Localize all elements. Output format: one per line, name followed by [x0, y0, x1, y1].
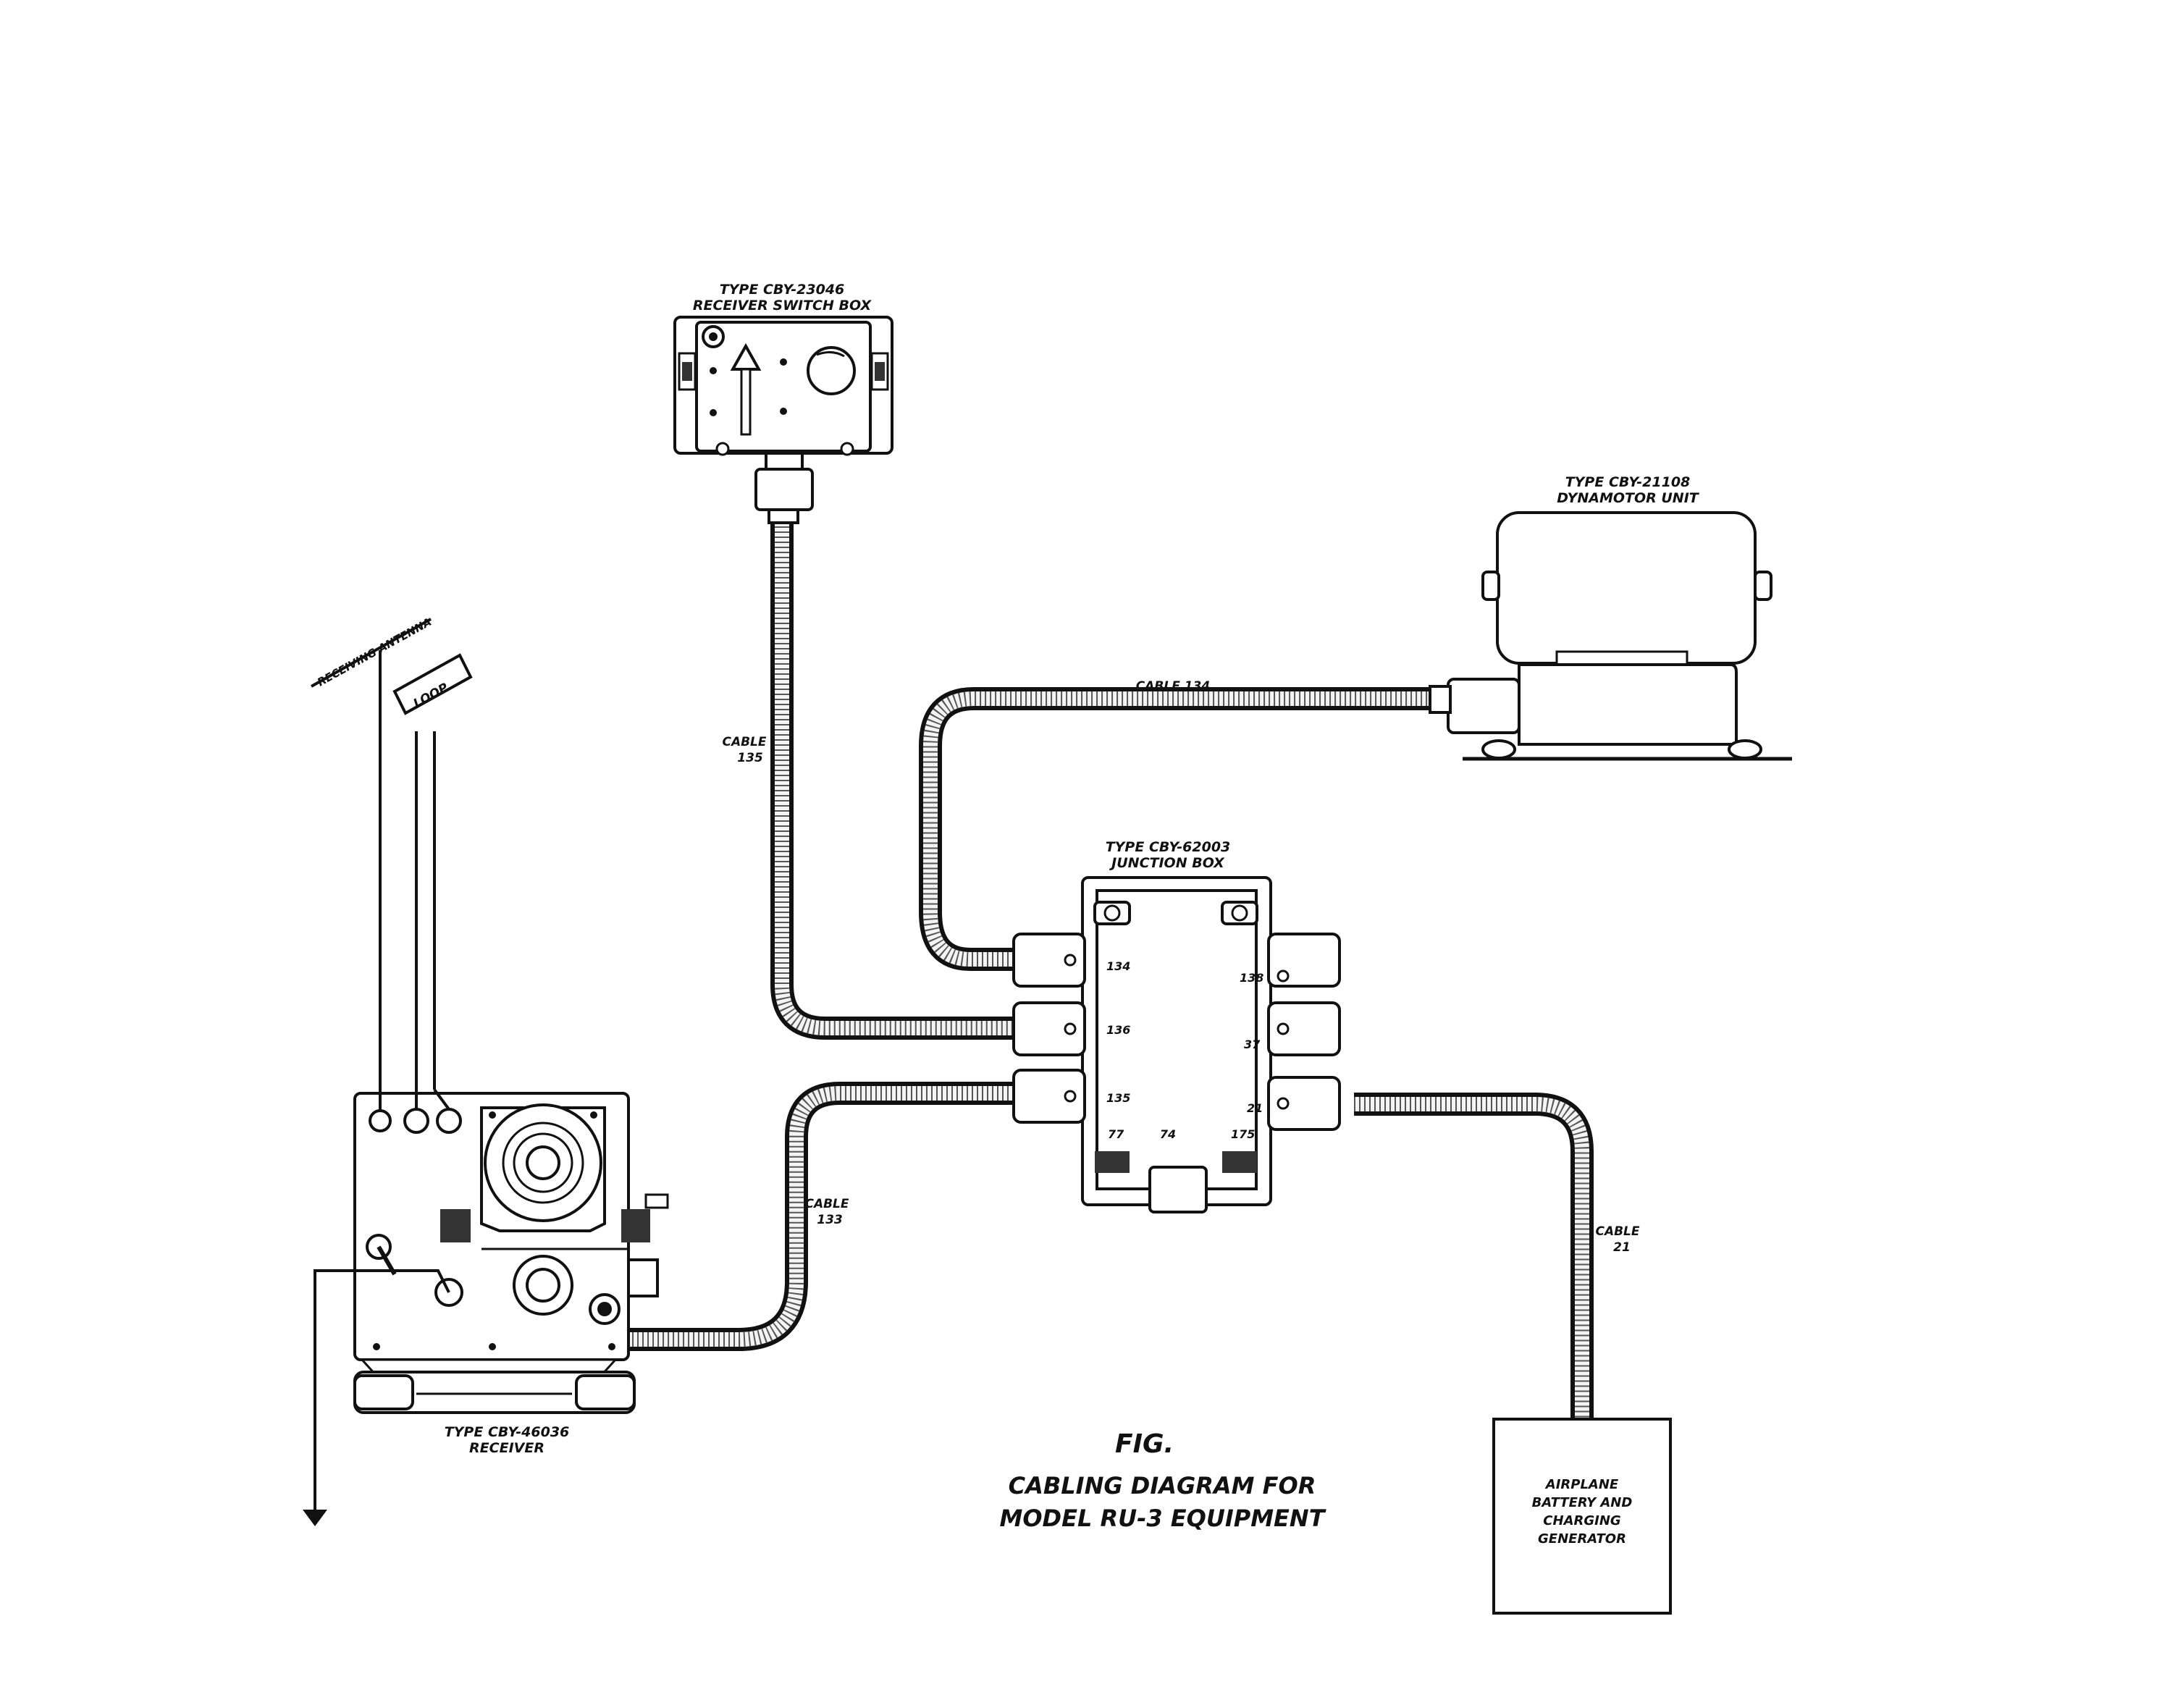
receiver-unit: [353, 1092, 669, 1414]
cable-133-number: 133: [817, 1213, 843, 1227]
switch-box-type-label: TYPE CBY-23046: [720, 282, 845, 298]
battery-label-line4: GENERATOR: [1538, 1531, 1626, 1547]
junction-port-label: 21: [1247, 1101, 1263, 1115]
cable-134: [919, 687, 1430, 971]
receiver-type-label: TYPE CBY-46036: [445, 1424, 570, 1440]
ground-lead: [303, 1269, 450, 1526]
junction-port-label: 134: [1106, 959, 1130, 973]
cable-133-label: CABLE: [804, 1197, 849, 1211]
junction-port-label: 74: [1160, 1127, 1176, 1141]
battery-box: [1492, 1418, 1672, 1615]
junction-box: [1012, 876, 1341, 1213]
junction-port-label: 136: [1106, 1023, 1130, 1037]
receiver-switch-box: [673, 316, 893, 524]
switch-box-name-label: RECEIVER SWITCH BOX: [693, 298, 872, 314]
caption-line2: MODEL RU-3 EQUIPMENT: [999, 1505, 1326, 1532]
battery-label-line1: AIRPLANE: [1544, 1477, 1619, 1492]
battery-label-line2: BATTERY AND: [1532, 1495, 1633, 1510]
receiver-name-label: RECEIVER: [469, 1440, 544, 1456]
figure-label: FIG.: [1115, 1429, 1174, 1459]
antenna-label: RECEIVING ANTENNA: [315, 615, 434, 689]
junction-port-label: 37: [1244, 1038, 1261, 1051]
caption-line1: CABLING DIAGRAM FOR: [1009, 1472, 1316, 1499]
cable-135: [770, 521, 1014, 1040]
cable-135-label: CABLE: [722, 735, 766, 749]
battery-label-line3: CHARGING: [1543, 1513, 1620, 1528]
cable-134-label: CABLE 134: [1136, 679, 1210, 694]
dynamotor-type-label: TYPE CBY-21108: [1565, 474, 1691, 490]
junction-port-label: 138: [1240, 971, 1263, 985]
junction-port-label: 135: [1106, 1091, 1130, 1105]
cable-135-number: 135: [737, 751, 763, 765]
dynamotor-name-label: DYNAMOTOR UNIT: [1557, 490, 1699, 506]
dynamotor-unit: [1429, 511, 1792, 761]
antenna-wiring: [311, 618, 473, 1111]
cable-21-number: 21: [1613, 1240, 1631, 1255]
junction-port-label: 175: [1231, 1127, 1255, 1141]
junction-box-type-label: TYPE CBY-62003: [1106, 839, 1231, 855]
junction-box-name-label: JUNCTION BOX: [1109, 855, 1225, 871]
junction-port-label: 77: [1108, 1127, 1124, 1141]
cable-21-label: CABLE: [1595, 1224, 1639, 1239]
cable-21: [1354, 1093, 1594, 1419]
